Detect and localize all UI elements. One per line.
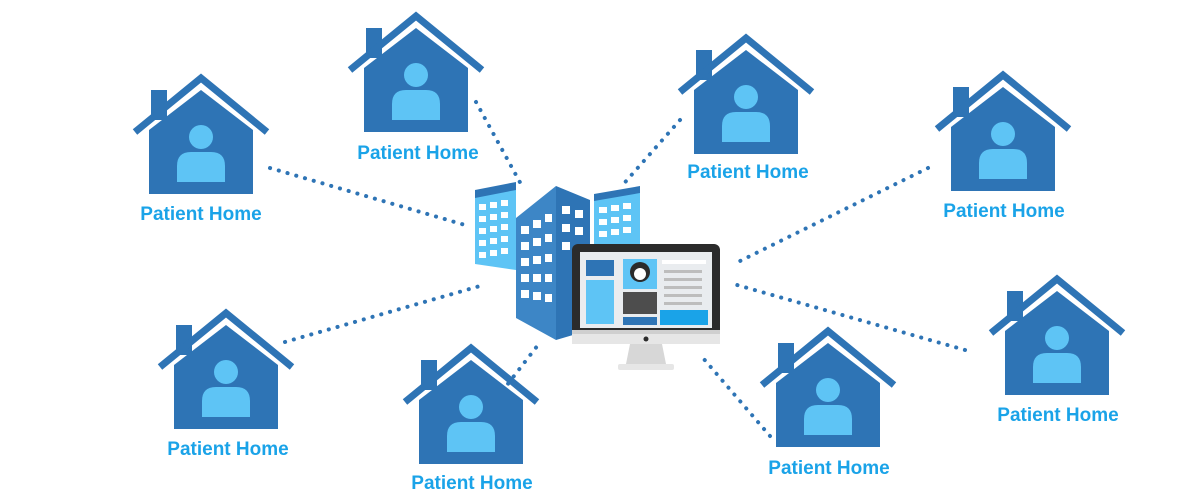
patient-home-2: Patient Home (347, 11, 485, 164)
house-label: Patient Home (411, 473, 532, 494)
patient-home-4: Patient Home (934, 70, 1072, 222)
person-icon (804, 378, 852, 435)
person-icon (722, 85, 770, 142)
patient-home-icon (988, 274, 1126, 395)
house-label: Patient Home (357, 143, 478, 164)
house-label: Patient Home (768, 458, 889, 479)
patient-home-icon (759, 326, 897, 447)
patient-home-icon (132, 73, 270, 194)
patient-home-7: Patient Home (759, 326, 897, 479)
person-icon (1033, 326, 1081, 383)
person-icon (979, 122, 1027, 179)
patient-home-6: Patient Home (402, 343, 540, 494)
patient-record-monitor-icon (572, 244, 720, 370)
patient-home-8: Patient Home (988, 274, 1126, 426)
house-label: Patient Home (997, 405, 1118, 426)
connector-house-5 (283, 284, 482, 344)
person-icon (177, 125, 225, 182)
patient-home-3: Patient Home (677, 33, 815, 183)
connector-house-4 (736, 166, 930, 264)
house-label: Patient Home (687, 162, 808, 183)
patient-home-1: Patient Home (132, 73, 270, 225)
patient-home-icon (157, 308, 295, 429)
house-label: Patient Home (140, 204, 261, 225)
house-label: Patient Home (943, 201, 1064, 222)
patient-home-icon (347, 11, 485, 132)
connector-house-2 (474, 100, 524, 188)
connector-house-3 (618, 118, 682, 190)
right-tower (594, 186, 640, 252)
person-icon (447, 395, 495, 452)
person-icon (392, 63, 440, 120)
patient-home-icon (402, 343, 540, 464)
patient-home-5: Patient Home (157, 308, 295, 460)
monitor-stand (626, 344, 666, 364)
house-label: Patient Home (167, 439, 288, 460)
patient-home-icon (677, 33, 815, 154)
person-icon (202, 360, 250, 417)
left-tower (475, 182, 516, 270)
connector-house-7 (701, 356, 772, 438)
connector-house-8 (728, 281, 967, 352)
patient-home-icon (934, 70, 1072, 191)
connector-house-1 (268, 166, 467, 227)
